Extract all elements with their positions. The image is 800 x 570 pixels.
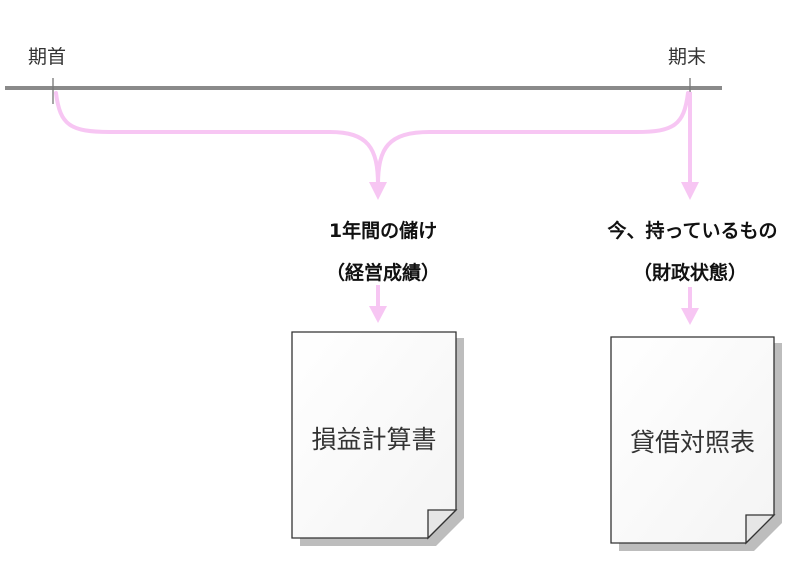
brace-arrowhead — [369, 182, 387, 200]
right-document-arrowhead — [681, 308, 699, 325]
income-statement-document-icon — [291, 331, 464, 546]
year-brace-connector — [54, 91, 690, 187]
annual-profit-heading: 1年間の儲け — [328, 220, 438, 242]
period-start-label: 期首 — [28, 46, 67, 68]
operating-results-subheading: （経営成績） — [325, 262, 440, 284]
period-end-label: 期末 — [668, 46, 707, 68]
current-holdings-heading: 今、持っているもの — [607, 220, 778, 242]
financial-position-subheading: （財政状態） — [632, 262, 747, 284]
balance-sheet-title: 貸借対照表 — [629, 428, 755, 457]
income-statement-title: 損益計算書 — [311, 425, 437, 454]
left-document-arrowhead — [369, 306, 387, 323]
period-end-arrowhead — [681, 182, 699, 200]
balance-sheet-document-icon — [610, 336, 782, 551]
